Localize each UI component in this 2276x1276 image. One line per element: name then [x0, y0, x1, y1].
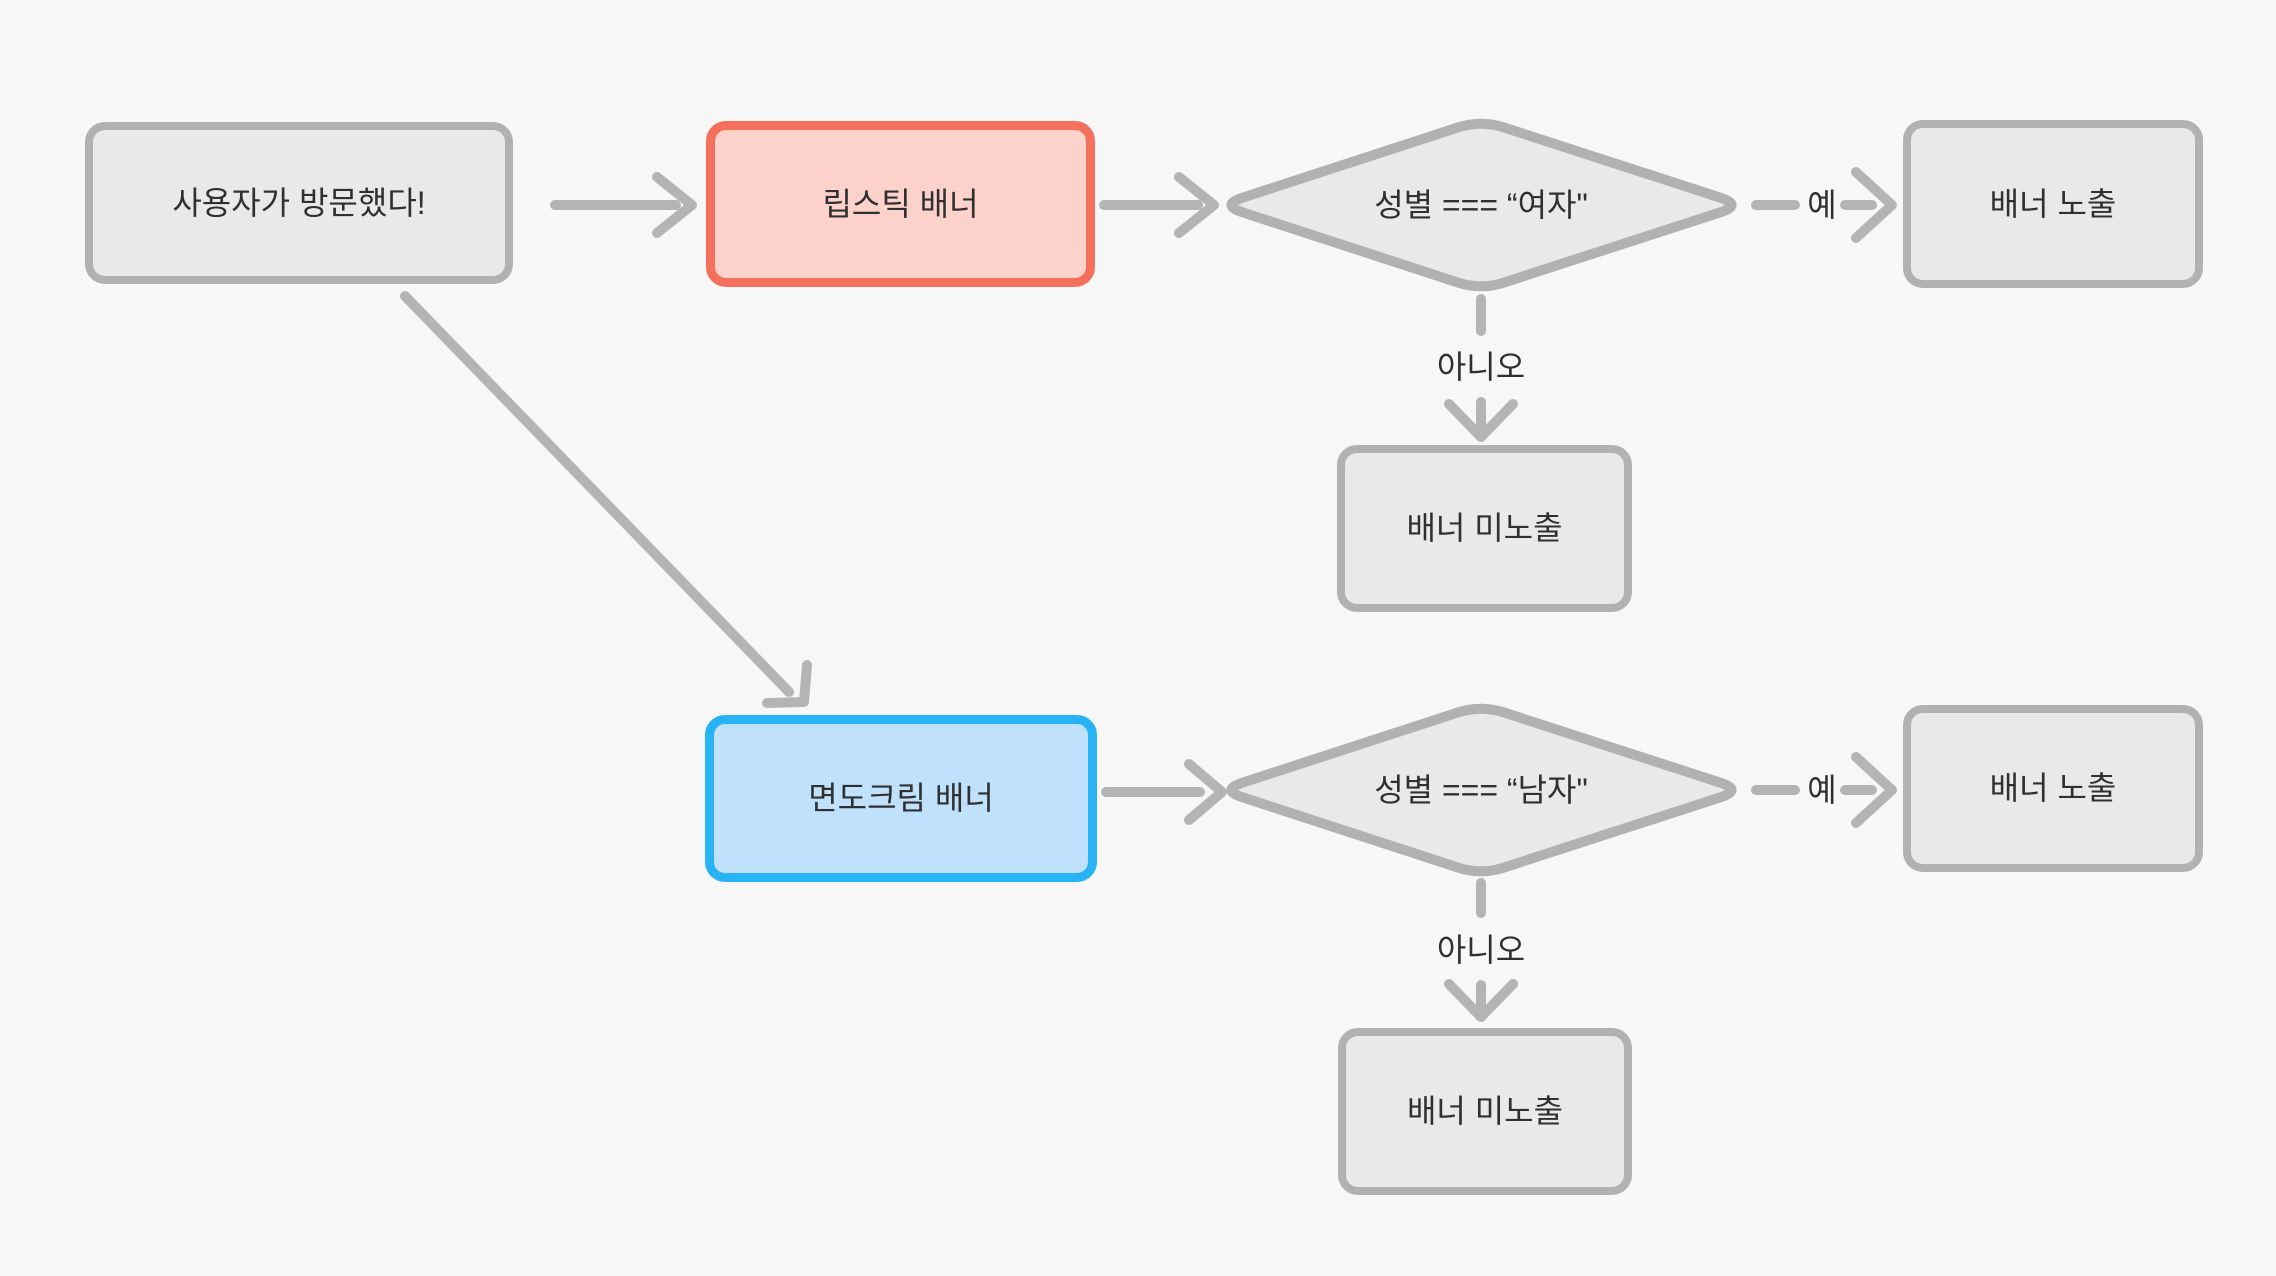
edge-start-to-shaving-cream — [400, 291, 812, 708]
edge-label-yes-top: 예 — [1807, 186, 1837, 223]
node-banner-hidden-bottom: 배너 미노출 — [1338, 1028, 1632, 1195]
edge-lipstick-to-female-check — [1099, 172, 1219, 238]
decision-gender-male-shape — [1226, 703, 1737, 877]
decision-gender-female-shape — [1226, 118, 1737, 292]
node-gender-is-female: 성별 === “여자" — [1374, 186, 1588, 223]
edge-start-to-lipstick — [550, 172, 697, 238]
node-banner-shown-top: 배너 노출 — [1903, 120, 2203, 288]
node-banner-hidden-top: 배너 미노출 — [1337, 445, 1632, 612]
edge-label-no-top: 아니오 — [1436, 348, 1526, 385]
node-banner-shown-bottom: 배너 노출 — [1903, 705, 2203, 872]
edge-female-check-no — [1444, 294, 1518, 442]
edge-female-check-yes — [1751, 167, 1897, 243]
edge-male-check-no — [1444, 878, 1518, 1022]
edge-label-yes-bottom: 예 — [1807, 771, 1837, 808]
node-lipstick-banner: 립스틱 배너 — [706, 121, 1095, 287]
node-start: 사용자가 방문했다! — [85, 122, 513, 284]
edge-label-no-bottom: 아니오 — [1436, 931, 1526, 968]
node-shaving-cream-banner: 면도크림 배너 — [705, 715, 1097, 882]
edge-shaving-cream-to-male-check — [1101, 759, 1227, 825]
node-gender-is-male: 성별 === “남자" — [1374, 771, 1588, 808]
edge-male-check-yes — [1751, 752, 1897, 828]
